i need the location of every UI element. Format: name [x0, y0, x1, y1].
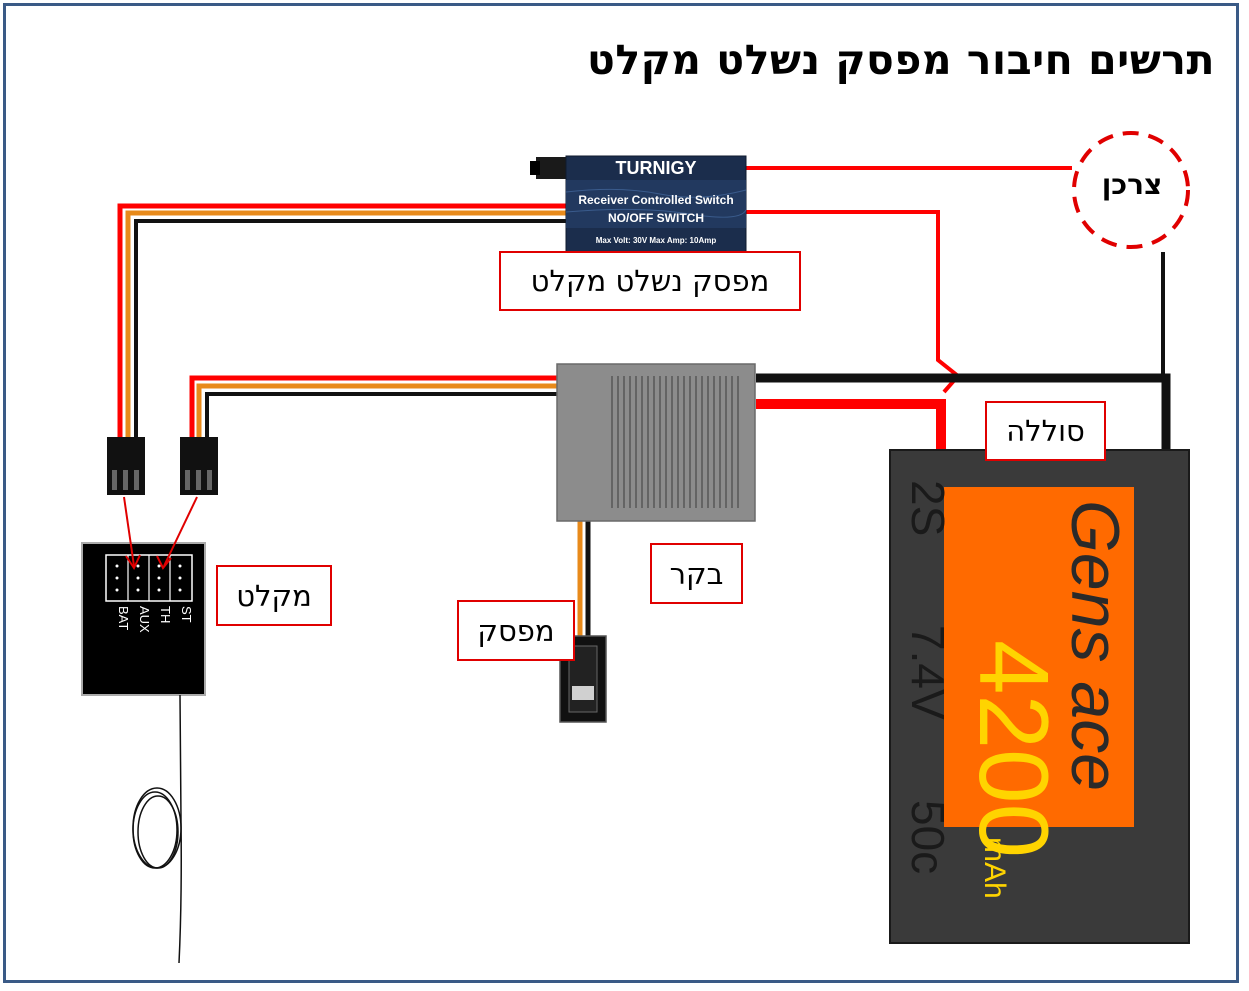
diagram-title: תרשים חיבור מפסק נשלט מקלט: [586, 36, 1215, 84]
port-th-label: TH: [158, 606, 173, 623]
battery-capacity: 4200: [959, 640, 1069, 858]
turnigy-line1: Receiver Controlled Switch: [578, 193, 733, 207]
battery-unit: mAh: [978, 837, 1011, 899]
turnigy-line2: NO/OFF SWITCH: [608, 211, 704, 225]
port-bat-label: BAT: [116, 606, 131, 630]
battery-pack: Gens ace 4200 mAh 2S 7.4V 50c: [889, 449, 1190, 944]
battery-cells: 2S: [902, 480, 954, 536]
turnigy-line3: Max Volt: 30V Max Amp: 10Amp: [596, 236, 717, 245]
turnigy-brand: TURNIGY: [616, 158, 697, 178]
switch-label: מפסק נשלט מקלט: [499, 251, 801, 311]
diagram-frame: [3, 3, 1239, 983]
battery-voltage: 7.4V: [902, 625, 954, 720]
switch-servo-wire: [117, 203, 568, 440]
power-switch-label: מפסק: [457, 600, 575, 661]
consumer-label: צרכן: [1101, 168, 1163, 201]
esc-body: [556, 363, 756, 522]
esc-label: בקר: [650, 543, 743, 604]
esc-negative-wire: [756, 373, 1171, 476]
esc-heatsink-fins: [611, 376, 739, 508]
switch-connector: [536, 157, 570, 179]
receiver-controlled-switch: TURNIGY Receiver Controlled Switch NO/OF…: [530, 155, 747, 253]
consumer-circle: [1072, 131, 1190, 249]
port-aux-label: AUX: [137, 606, 152, 633]
battery-label-panel: [944, 487, 1134, 827]
battery-label: סוללה: [985, 401, 1106, 461]
battery-rating: 50c: [902, 800, 954, 874]
esc-servo-wire: [189, 375, 558, 440]
receiver-body: ST TH AUX BAT: [81, 542, 206, 696]
servo-plug-esc: [180, 437, 218, 495]
battery-brand: Gens ace: [1057, 500, 1133, 791]
receiver-antenna: [132, 694, 182, 964]
port-st-label: ST: [179, 606, 194, 623]
receiver-label: מקלט: [216, 565, 332, 626]
servo-plug-switch: [107, 437, 145, 495]
plug-arrows: [123, 496, 198, 571]
